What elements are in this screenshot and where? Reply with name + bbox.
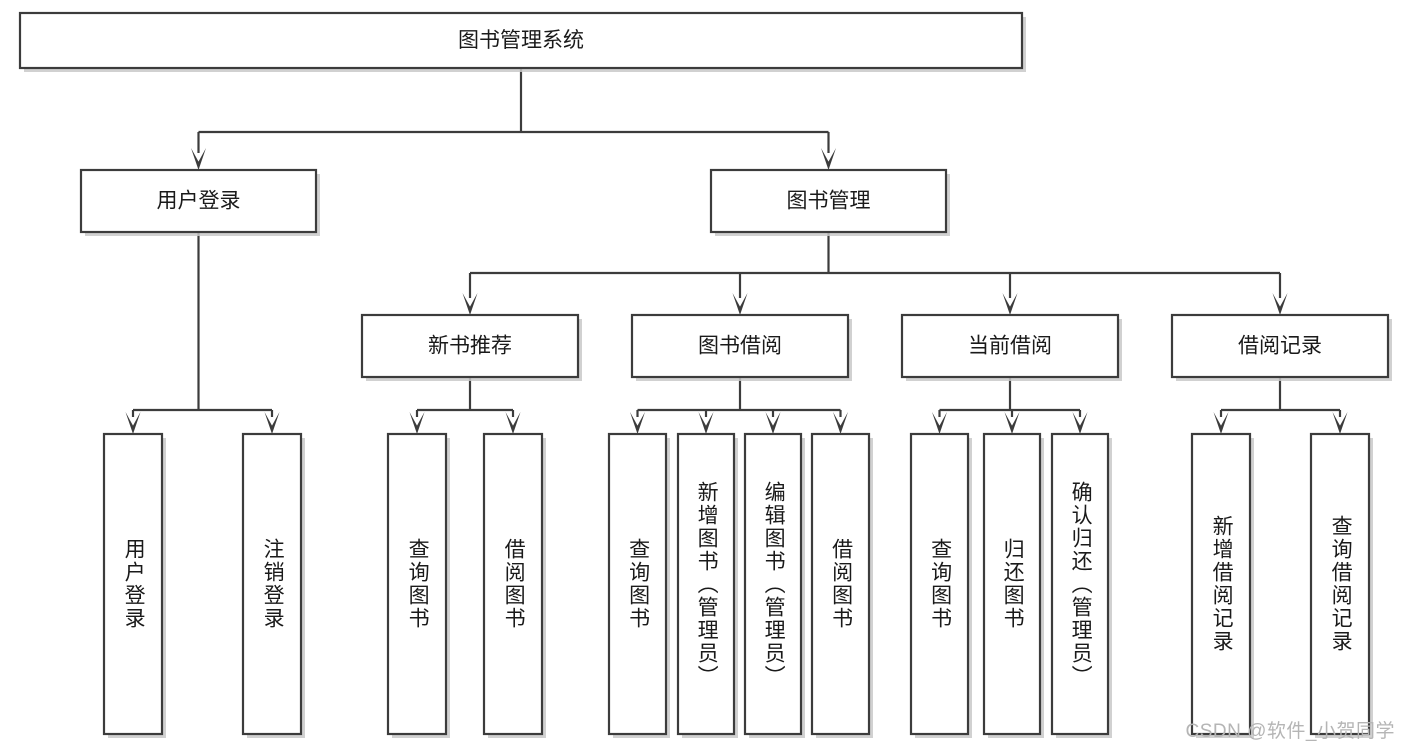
node-label-book-manage: 图书管理 [787, 190, 871, 213]
node-box-leaf-add-book[interactable] [676, 432, 736, 736]
node-box-leaf-user-login[interactable] [102, 432, 164, 736]
node-box-new-book-rec[interactable] [360, 313, 580, 379]
node-box-leaf-borrow-book-1[interactable] [482, 432, 544, 736]
watermark: CSDN @软件_小贺同学 [1185, 721, 1395, 742]
node-box-leaf-borrow-book-2[interactable] [810, 432, 871, 736]
node-box-leaf-query-record[interactable] [1309, 432, 1371, 736]
edges-layer [125, 68, 1348, 434]
node-box-leaf-edit-book[interactable] [743, 432, 803, 736]
nodes-layer [18, 11, 1392, 738]
node-box-leaf-user-logout[interactable] [241, 432, 303, 736]
node-label-current-borrow: 当前借阅 [968, 335, 1052, 358]
node-box-leaf-confirm-return[interactable] [1050, 432, 1110, 736]
node-label-new-book-rec: 新书推荐 [428, 335, 512, 358]
node-label-root: 图书管理系统 [458, 29, 584, 52]
node-box-borrow-record[interactable] [1170, 313, 1390, 379]
node-label-user-login: 用户登录 [157, 190, 241, 213]
node-label-borrow-record: 借阅记录 [1238, 335, 1322, 358]
node-box-current-borrow[interactable] [900, 313, 1120, 379]
node-box-leaf-return-book[interactable] [982, 432, 1042, 736]
node-box-user-login[interactable] [79, 168, 318, 234]
node-box-leaf-add-record[interactable] [1190, 432, 1252, 736]
node-box-book-manage[interactable] [709, 168, 948, 234]
node-box-leaf-query-book-2[interactable] [607, 432, 668, 736]
node-box-book-borrow[interactable] [630, 313, 850, 379]
node-box-leaf-query-book-1[interactable] [386, 432, 448, 736]
node-box-leaf-query-book-3[interactable] [909, 432, 970, 736]
node-label-book-borrow: 图书借阅 [698, 335, 782, 358]
node-box-root[interactable] [18, 11, 1024, 70]
